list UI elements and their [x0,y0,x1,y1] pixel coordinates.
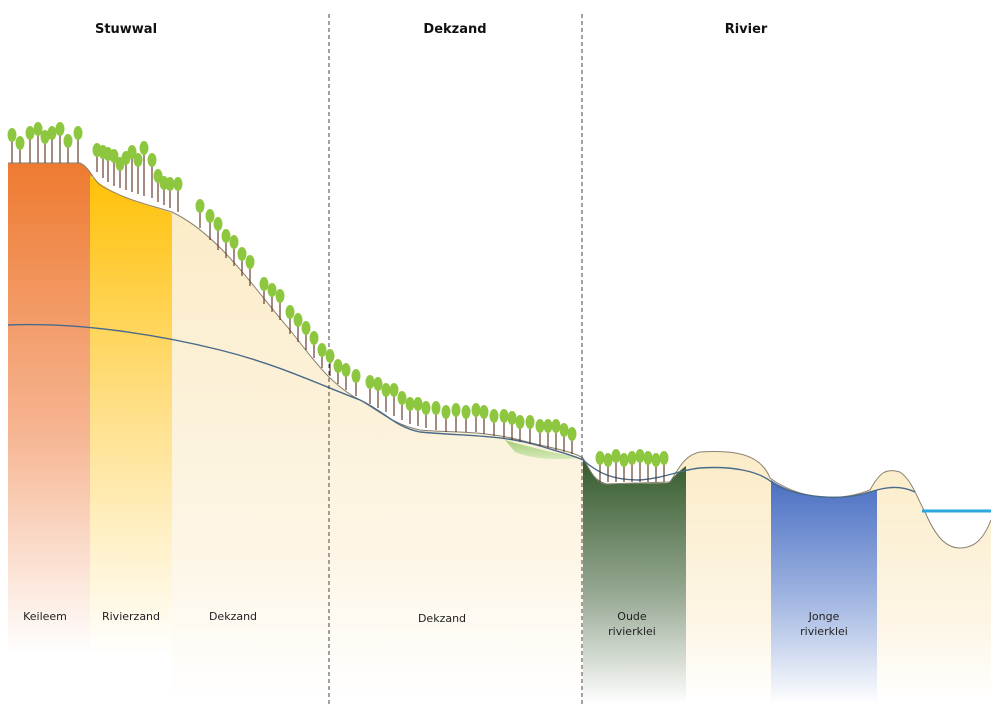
tree-icon [301,321,311,350]
tree-icon [333,359,343,384]
tree-icon [25,126,35,163]
jonge-rivierklei-layer [771,480,877,704]
zone-title-dekzand: Dekzand [423,22,487,37]
tree-icon [325,349,335,376]
layer-label-dekzand-stuwwal: Dekzand [209,609,257,624]
tree-icon [611,449,621,482]
layer-label-jonge-rivierklei: Jonge rivierklei [800,609,848,639]
tree-icon [535,419,545,446]
tree-icon [479,405,489,434]
groundwater-line [7,323,916,499]
tree-icon [55,122,65,163]
tree-icon [365,375,375,404]
tree-icon [595,451,605,482]
tree-icon [317,343,327,368]
tree-icon [499,409,509,438]
tree-icon [221,229,231,258]
tree-icon [627,451,637,482]
tree-icon [73,126,83,163]
layer-label-oude-rivierklei: Oude rivierklei [608,609,656,639]
tree-icon [551,419,561,450]
tree-icon [567,427,577,454]
tree-icon [431,401,441,430]
tree-icon [397,391,407,420]
tree-icon [507,411,517,440]
tree-icon [195,199,205,228]
tree-icon [213,217,223,250]
tree-icon [413,397,423,426]
tree-icon [63,134,73,163]
dekzand-layer [172,212,583,700]
layer-label-dekzand: Dekzand [418,611,466,626]
tree-icon [285,305,295,334]
tree-icon [489,409,499,436]
layer-label-line: Keileem [23,610,67,623]
layer-label-rivierzand: Rivierzand [102,609,160,624]
tree-icon [471,403,481,432]
layer-label-line: Dekzand [417,612,467,625]
tree-icon [525,415,535,444]
tree-icon [267,283,277,312]
tree-icon [405,397,415,424]
tree-icon [515,415,525,442]
surface-line [8,162,991,549]
tree-icon [275,289,285,320]
tree-icon [351,369,361,396]
tree-icon [173,177,183,212]
oude-rivierklei-layer [583,458,686,704]
tree-icon [341,363,351,390]
tree-icon [205,209,215,240]
tree-icon [635,449,645,482]
tree-icon [33,122,43,163]
tree-icon [309,331,319,358]
layer-label-line: rivierklei [800,625,848,638]
layer-label-line: Dekzand [208,610,258,623]
tree-icon [559,423,569,452]
wet-vegetation-patch [505,440,580,460]
tree-icon [461,405,471,432]
tree-icon [293,313,303,342]
tree-icon [40,130,50,163]
tree-icon [643,451,653,482]
tree-icon [659,451,669,482]
layer-label-line: Jonge [808,610,840,623]
tree-icon [139,141,149,196]
tree-icon [127,145,137,192]
tree-icon [603,453,613,482]
tree-icon [147,153,157,198]
keileem-layer [8,163,92,655]
tree-icon [245,255,255,286]
layer-label-keileem: Keileem [23,609,67,624]
tree-icon [543,419,553,448]
zone-title-stuwwal: Stuwwal [94,22,158,37]
tree-icon [47,126,57,163]
zone-title-rivier: Rivier [724,22,768,37]
tree-icon [7,128,17,163]
tree-group [7,122,669,482]
tree-icon [229,235,239,266]
tree-icon [651,453,661,482]
layer-label-line: Oude [617,610,647,623]
tree-icon [619,453,629,482]
layer-label-line: rivierklei [608,625,656,638]
tree-icon [389,383,399,416]
tree-icon [441,405,451,432]
rivierzand-layer [90,175,172,655]
layer-label-line: Rivierzand [101,610,161,623]
tree-icon [259,277,269,304]
tree-icon [237,247,247,276]
tree-icon [421,401,431,428]
tree-icon [109,149,119,186]
tree-icon [451,403,461,432]
tree-icon [381,383,391,412]
tree-icon [373,377,383,408]
tree-icon [165,177,175,208]
tree-icon [133,153,143,194]
tree-icon [15,136,25,163]
